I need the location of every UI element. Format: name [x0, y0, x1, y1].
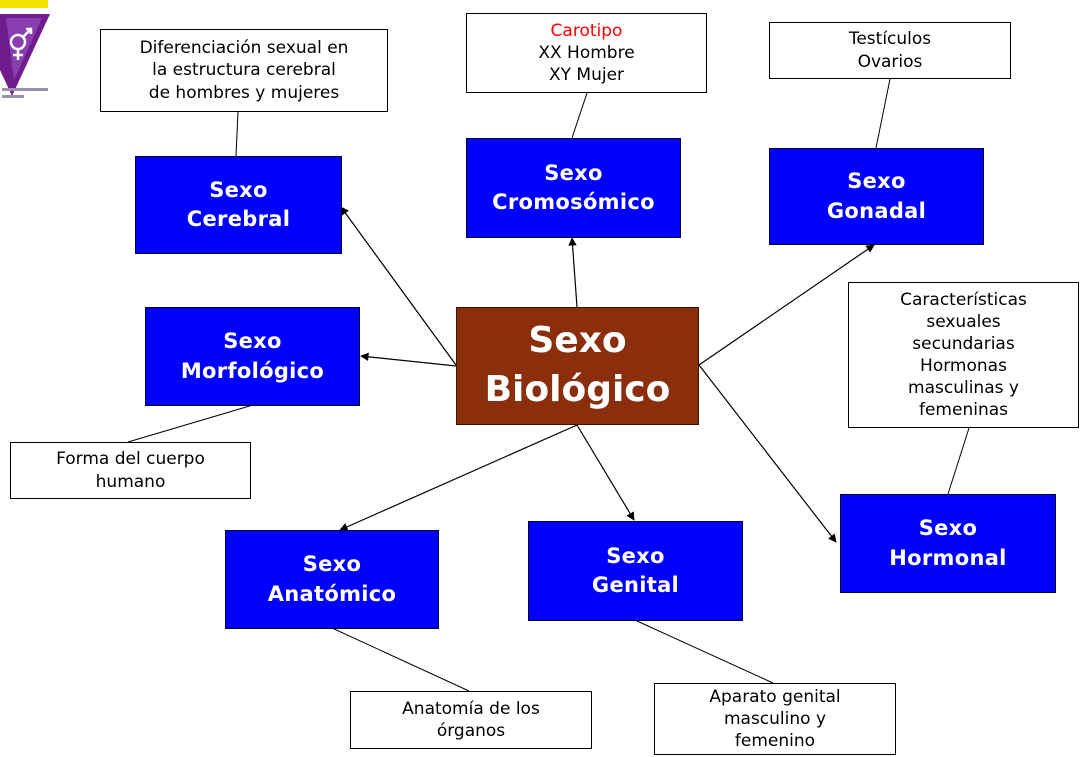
note-line: femeninas	[918, 400, 1008, 421]
node-line1: Sexo	[209, 177, 268, 202]
link-cerebral-note	[235, 111, 239, 157]
note-hormonal: Características sexuales secundarias Hor…	[848, 282, 1079, 428]
note-line: de hombres y mujeres	[148, 82, 340, 103]
note-line: Características	[900, 289, 1027, 310]
note-cromosomico: Carotipo XX Hombre XY Mujer	[466, 13, 707, 93]
note-line: Forma del cuerpo	[56, 449, 205, 470]
link-anatomico-note	[331, 627, 470, 692]
node-line2: Hormonal	[889, 545, 1007, 570]
note-anatomico: Anatomía de los órganos	[350, 691, 592, 749]
link-morfologico-note	[127, 404, 254, 443]
center-node-sexo-biologico: Sexo Biológico	[456, 307, 699, 425]
note-morfologico: Forma del cuerpo humano	[10, 442, 251, 499]
note-line: masculinas y	[908, 378, 1019, 399]
note-genital: Aparato genital masculino y femenino	[654, 683, 896, 755]
node-line1: Sexo	[606, 543, 665, 568]
link-genital-note	[636, 620, 774, 684]
link-gonadal-note	[875, 78, 891, 149]
node-sexo-cerebral: Sexo Cerebral	[135, 156, 342, 254]
node-sexo-gonadal: Sexo Gonadal	[769, 148, 984, 245]
arrow-to-genital	[576, 424, 635, 521]
node-line1: Sexo	[847, 169, 906, 194]
note-line: Ovarios	[857, 51, 923, 72]
node-line2: Anatómico	[267, 581, 397, 606]
node-sexo-hormonal: Sexo Hormonal	[840, 494, 1056, 593]
note-line: la estructura cerebral	[152, 60, 336, 81]
note-line: secundarias	[912, 333, 1015, 354]
node-line2: Gonadal	[826, 198, 927, 223]
node-line1: Sexo	[544, 160, 603, 185]
note-line: femenino	[734, 731, 816, 752]
link-hormonal-note	[947, 427, 970, 495]
arrow-to-cromosomico	[568, 237, 578, 308]
center-node-line2: Biológico	[484, 369, 671, 410]
gender-symbol-triangle-logo-icon	[0, 0, 50, 98]
arrow-to-anatomico	[339, 424, 578, 531]
note-line: Aparato genital	[709, 686, 841, 707]
note-line: humano	[95, 471, 166, 492]
note-line: Diferenciación sexual en	[139, 38, 349, 59]
node-line2: Genital	[591, 573, 680, 597]
note-line: Anatomía de los	[402, 698, 540, 719]
note-line: XX Hombre	[538, 42, 635, 63]
note-line: Hormonas	[920, 356, 1007, 376]
arrow-to-hormonal	[698, 364, 837, 543]
node-sexo-morfologico: Sexo Morfológico	[145, 307, 360, 406]
node-line1: Sexo	[918, 516, 978, 541]
node-line1: Sexo	[223, 329, 282, 354]
node-sexo-anatomico: Sexo Anatómico	[225, 530, 439, 629]
arrow-to-cerebral	[340, 206, 457, 366]
note-gonadal: Testículos Ovarios	[769, 22, 1011, 79]
note-line: XY Mujer	[548, 65, 625, 86]
arrow-to-morfologico	[360, 352, 457, 367]
arrow-to-gonadal	[698, 244, 875, 366]
note-line: órganos	[436, 721, 506, 741]
note-line: sexuales	[926, 311, 1001, 332]
node-line2: Cromosómico	[492, 190, 655, 214]
node-line1: Sexo	[302, 552, 362, 577]
center-node-line1: Sexo	[528, 320, 627, 362]
note-line: masculino y	[723, 708, 827, 729]
note-cerebral: Diferenciación sexual en la estructura c…	[100, 29, 388, 112]
node-sexo-genital: Sexo Genital	[528, 521, 743, 621]
node-line2: Morfológico	[180, 358, 325, 383]
link-cromosomico-note	[571, 92, 588, 139]
logo	[0, 0, 75, 110]
note-line-carotipo: Carotipo	[550, 20, 623, 41]
note-line: Testículos	[848, 29, 932, 50]
node-line2: Cerebral	[186, 207, 291, 231]
node-sexo-cromosomico: Sexo Cromosómico	[466, 138, 681, 238]
